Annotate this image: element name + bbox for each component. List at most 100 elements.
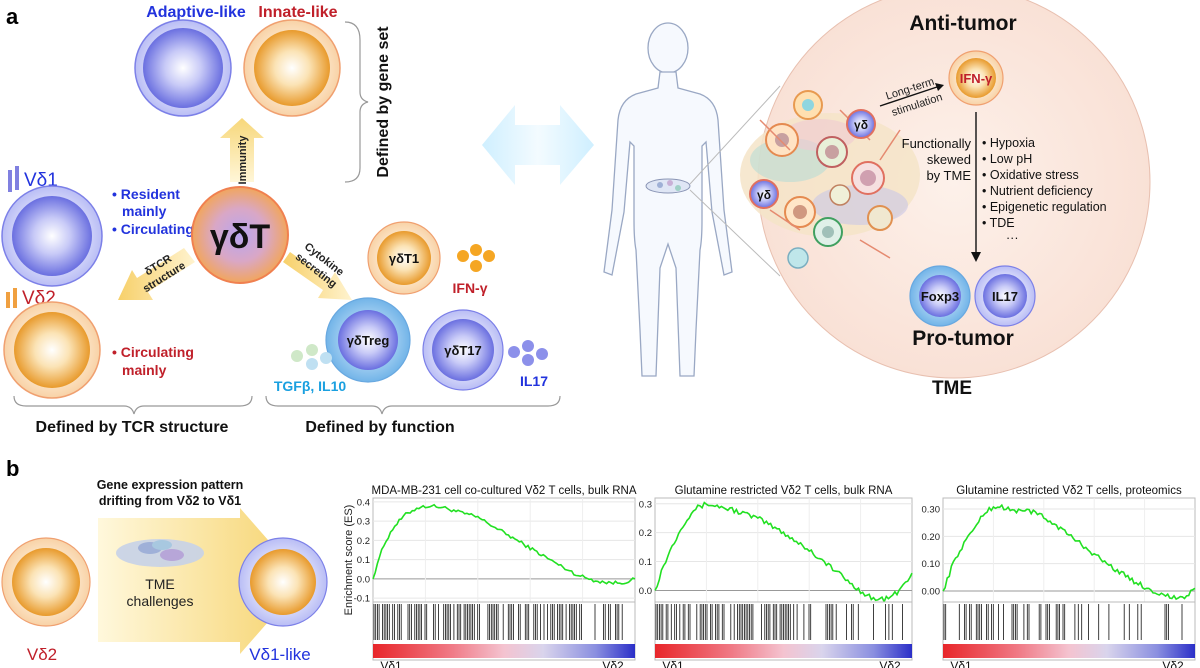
vd2-note-1: • Circulating [112,344,194,360]
x-end-label: Vδ2 [879,659,901,668]
es-curve [942,503,1196,601]
vd2-label-b: Vδ2 [27,645,57,664]
hit-ticks [655,604,903,640]
gene-set-bracket [344,21,369,183]
drift-text-1: Gene expression pattern [97,478,244,492]
tcr-structure-arrow: δTCR structure [118,248,195,300]
foxp3-cell [909,265,971,327]
y-tick-label: 0.2 [639,528,652,539]
x-end-label: Vδ2 [602,659,624,668]
chart-title: MDA-MB-231 cell co-cultured Vδ2 T cells,… [371,485,636,497]
tumor-tissue [740,90,920,269]
tme-factor-7: ··· [1006,231,1019,245]
cytokine-arrow: Cytokine secreting [283,241,352,300]
plot-frame [372,497,636,603]
immunity-label: Immunity [237,135,249,185]
gdt17-label: γδT17 [444,343,482,358]
defined-by-function-label: Defined by function [305,419,454,436]
functionally-label-1: Functionally [902,136,972,151]
es-curve [654,501,913,604]
gd-cell-top [846,109,876,139]
ifn-big-label: IFN-γ [960,71,993,86]
defined-by-tcr-label: Defined by TCR structure [36,419,229,436]
adaptive-like-label: Adaptive-like [146,4,246,21]
tumor-site-icon [645,178,691,194]
il17-big-label: IL17 [992,289,1018,304]
anti-tumor-label: Anti-tumor [909,12,1016,35]
il17-granules-small [508,340,548,366]
tme-challenges-2: challenges [127,593,194,609]
rank-heatstrip [373,644,635,658]
gdt17-cell [422,309,504,391]
innate-like-cell [243,19,341,117]
innate-like-label: Innate-like [258,4,337,21]
vd1-like-cell [238,537,328,627]
y-tick-label: 0.1 [639,557,652,568]
immunity-arrow: Immunity [220,118,264,184]
y-tick-label: 0.00 [922,587,941,598]
rank-heatstrip [655,644,912,658]
gsea-charts: MDA-MB-231 cell co-cultured Vδ2 T cells,… [354,485,1196,668]
functionally-label-3: by TME [926,168,971,183]
y-tick-label: 0.1 [357,555,370,566]
vd1-note-3: • Circulating [112,221,194,237]
ifn-granules-small [457,244,495,272]
chart-title: Glutamine restricted Vδ2 T cells, proteo… [956,485,1182,497]
adaptive-like-cell [134,19,232,117]
tme-factor-4: • Nutrient deficiency [982,184,1093,198]
human-silhouette [603,22,733,377]
functionally-label-2: skewed [927,152,971,167]
y-tick-label: 0.2 [357,536,370,547]
gdt1-cell [367,221,441,295]
gd-cell-left-label: γδ [757,188,771,202]
tgfb-granules [291,344,332,370]
drift-text-2: drifting from Vδ2 to Vδ1 [99,494,241,508]
y-tick-label: 0.20 [922,532,941,543]
vd2-cell [3,301,101,399]
tme-factor-3: • Oxidative stress [982,168,1079,182]
tgfb-il10-label: TGFβ, IL10 [274,378,347,394]
y-tick-label: 0.10 [922,559,941,570]
gdt-center-label: γδT [210,218,271,256]
foxp3-label: Foxp3 [921,289,959,304]
double-arrow [482,105,594,185]
x-start-label: Vδ1 [950,659,972,668]
vd1-like-label: Vδ1-like [249,645,310,664]
tme-factor-1: • Hypoxia [982,136,1035,150]
tme-factor-2: • Low pH [982,152,1032,166]
panel-a-label: a [6,4,19,29]
y-tick-label: 0.0 [357,574,370,585]
vd1-note-2: mainly [122,203,167,219]
tme-challenge-arrow [98,508,304,654]
vd2-note-2: mainly [122,362,167,378]
plot-frame [942,497,1196,603]
zoom-line-bottom [689,189,781,277]
long-term-arrow [879,85,941,107]
vd1-cell [1,185,103,287]
tme-challenges-1: TME [145,576,175,592]
es-curve [372,503,636,586]
y-tick-label: 0.3 [357,517,370,528]
y-tick-label: -0.1 [354,594,370,605]
vd2-cell-b [1,537,91,627]
chart-title: Glutamine restricted Vδ2 T cells, bulk R… [675,485,893,497]
gdtreg-label: γδTreg [347,333,390,348]
plot-frame [654,497,913,603]
zoom-line-top [689,85,781,185]
gsea-chart-2: Glutamine restricted Vδ2 T cells, bulk R… [639,485,913,668]
x-start-label: Vδ1 [662,659,684,668]
tme-factor-5: • Epigenetic regulation [982,200,1107,214]
vd1-note-1: • Resident [112,186,180,202]
gsea-chart-1: MDA-MB-231 cell co-cultured Vδ2 T cells,… [354,485,637,668]
gdt1-label: γδT1 [389,251,419,266]
ifn-big-cell [948,50,1004,106]
x-start-label: Vδ1 [380,659,402,668]
pro-tumor-label: Pro-tumor [912,327,1014,350]
gd-cell-top-label: γδ [854,118,868,132]
panel-b-label: b [6,456,19,481]
tcr-bracket [13,395,253,415]
vd1-receptor [8,166,19,192]
gdtreg-cell [325,297,411,383]
defined-by-gene-set-label: Defined by gene set [375,26,392,178]
